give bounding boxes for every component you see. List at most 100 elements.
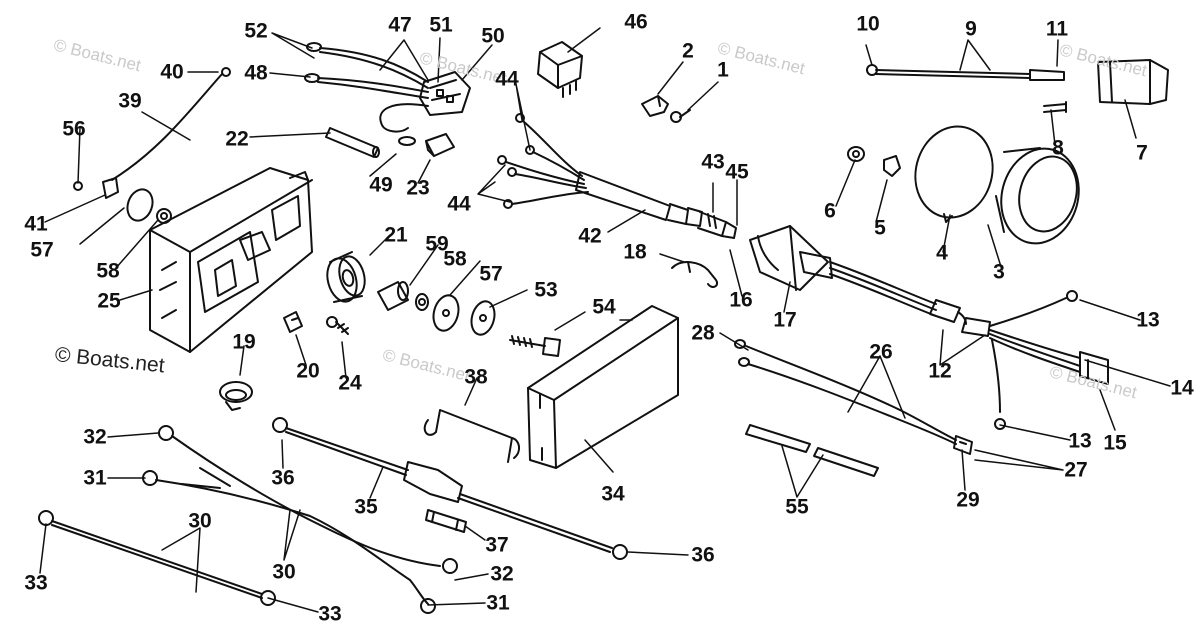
- callout-10: 10: [856, 12, 880, 36]
- screw-24: [326, 316, 349, 335]
- callout-14: 14: [1170, 376, 1194, 400]
- callout-33: 33: [24, 571, 48, 595]
- spacer-59: [377, 281, 409, 311]
- callout-9: 9: [965, 17, 977, 41]
- callout-39: 39: [118, 89, 142, 113]
- callout-13: 13: [1136, 308, 1160, 332]
- callout-13: 13: [1068, 429, 1092, 453]
- callout-54: 54: [592, 295, 616, 319]
- socket-7: [1097, 59, 1169, 105]
- cable-33: [38, 510, 276, 606]
- callout-37: 37: [485, 533, 509, 557]
- callout-23: 23: [406, 176, 430, 200]
- cable-9: [866, 64, 1065, 81]
- callout-31: 31: [83, 466, 107, 490]
- bulb-5: [883, 155, 901, 177]
- callout-38: 38: [464, 365, 488, 389]
- washer-58: [415, 293, 429, 311]
- callout-44: 44: [447, 192, 471, 216]
- callout-53: 53: [534, 278, 558, 302]
- callout-20: 20: [296, 359, 320, 383]
- callout-32: 32: [490, 562, 514, 586]
- y-harness-31-32: [142, 425, 458, 614]
- callout-33: 33: [318, 602, 342, 626]
- bracket-38: [423, 409, 520, 463]
- callout-49: 49: [369, 173, 393, 197]
- ground-strap: [73, 67, 231, 199]
- callout-43: 43: [701, 150, 725, 174]
- callout-56: 56: [62, 117, 86, 141]
- grommet-21: [326, 251, 366, 303]
- callout-36: 36: [271, 466, 295, 490]
- callout-27: 27: [1064, 458, 1088, 482]
- callout-30: 30: [272, 560, 296, 584]
- ring-4: [914, 125, 994, 223]
- callout-31: 31: [486, 591, 510, 615]
- callout-28: 28: [691, 321, 715, 345]
- callout-50: 50: [481, 24, 505, 48]
- callout-52: 52: [244, 19, 268, 43]
- clip-18: [671, 261, 718, 288]
- callout-58: 58: [443, 247, 467, 271]
- cable-35: [272, 417, 628, 560]
- wire-26: [734, 339, 973, 455]
- callout-45: 45: [725, 160, 749, 184]
- callout-4: 4: [936, 241, 948, 265]
- fuse-37: [425, 509, 467, 533]
- callout-51: 51: [429, 13, 453, 37]
- bolt-54: [509, 335, 561, 357]
- callout-48: 48: [244, 61, 268, 85]
- callout-3: 3: [993, 260, 1005, 284]
- callout-57: 57: [479, 262, 503, 286]
- callout-5: 5: [874, 216, 886, 240]
- washers-left: [126, 188, 172, 224]
- callout-16: 16: [729, 288, 753, 312]
- callout-57: 57: [30, 238, 54, 262]
- leader-lines: [39, 27, 1171, 613]
- callout-59: 59: [425, 232, 449, 256]
- callout-44: 44: [495, 67, 519, 91]
- callout-29: 29: [956, 488, 980, 512]
- callout-8: 8: [1052, 136, 1064, 160]
- callout-7: 7: [1136, 141, 1148, 165]
- callout-1: 1: [717, 58, 729, 82]
- callout-15: 15: [1103, 431, 1127, 455]
- clip-20: [283, 311, 303, 333]
- callout-30: 30: [188, 509, 212, 533]
- switch-box-25: [149, 167, 313, 353]
- washer-53: [470, 300, 496, 336]
- callout-36: 36: [691, 543, 715, 567]
- callout-18: 18: [623, 240, 647, 264]
- callout-47: 47: [388, 13, 412, 37]
- callout-2: 2: [682, 39, 694, 63]
- callout-22: 22: [225, 127, 249, 151]
- clamp-19: [219, 381, 253, 411]
- gauge-3: [995, 147, 1080, 245]
- bulb-holder-6: [847, 146, 865, 162]
- sleeve-22: [325, 127, 380, 158]
- relay-46: [537, 41, 583, 98]
- callout-26: 26: [869, 340, 893, 364]
- callout-42: 42: [578, 224, 602, 248]
- callout-41: 41: [24, 212, 48, 236]
- callout-17: 17: [773, 308, 797, 332]
- callout-6: 6: [824, 199, 836, 223]
- washer-57: [432, 294, 460, 332]
- pack-harness: [304, 42, 471, 146]
- screw-1: [670, 109, 691, 123]
- callout-35: 35: [354, 495, 378, 519]
- callout-24: 24: [338, 371, 362, 395]
- callout-12: 12: [928, 359, 952, 383]
- callout-46: 46: [624, 10, 648, 34]
- callout-19: 19: [232, 330, 256, 354]
- callout-58: 58: [96, 259, 120, 283]
- callout-32: 32: [83, 425, 107, 449]
- callout-11: 11: [1045, 17, 1069, 41]
- callout-40: 40: [160, 60, 184, 84]
- sleeves-55: [745, 424, 879, 477]
- callout-55: 55: [785, 495, 809, 519]
- lead-harness: [497, 113, 737, 239]
- callout-21: 21: [384, 223, 408, 247]
